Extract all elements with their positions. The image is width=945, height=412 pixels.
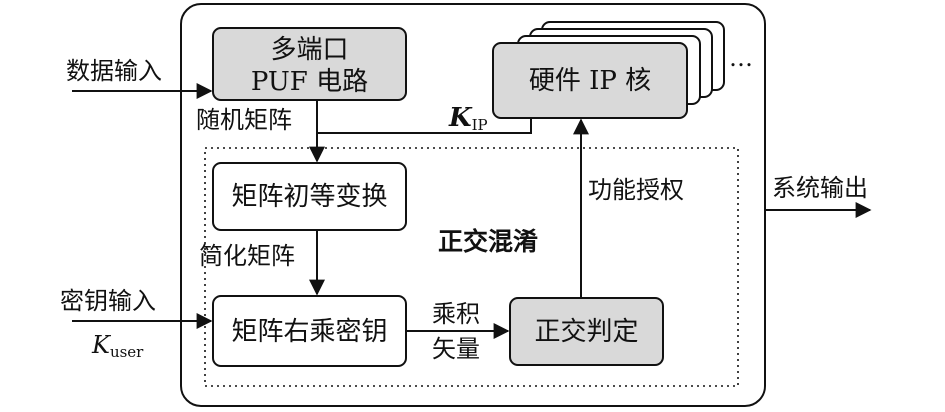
product-label-line1: 乘积: [432, 300, 480, 328]
matrix-transform-label: 矩阵初等变换: [231, 182, 387, 212]
puf-circuit-line2: PUF 电路: [251, 67, 368, 97]
ip-core-block: [492, 42, 688, 119]
system-output-label: 系统输出: [772, 174, 868, 202]
ip-core-more: …: [729, 44, 753, 72]
orthogonal-check-label: 正交判定: [534, 317, 638, 347]
random-matrix-label: 随机矩阵: [196, 106, 292, 134]
matrix-transform-block: [212, 162, 407, 231]
ip-core-label: 硬件 IP 核: [529, 66, 651, 96]
data-input-label: 数据输入: [66, 57, 162, 85]
key-input-label: 密钥输入: [60, 287, 156, 315]
function-auth-label: 功能授权: [588, 176, 684, 204]
puf-circuit-line1: 多端口: [270, 35, 348, 65]
simplified-matrix-label: 简化矩阵: [199, 242, 295, 270]
orthogonal-check-block: [509, 297, 664, 366]
orthogonal-obfuscation-label: 正交混淆: [438, 227, 538, 256]
ip-feedback-line: [317, 118, 532, 134]
product-label-line2: 矢量: [432, 335, 480, 363]
matrix-multiply-label: 矩阵右乘密钥: [231, 317, 387, 347]
k-ip-label: KIP: [448, 103, 488, 134]
puf-circuit-block: [212, 27, 407, 101]
k-user-label: Kuser: [91, 331, 144, 361]
obfuscation-region: [204, 147, 739, 387]
